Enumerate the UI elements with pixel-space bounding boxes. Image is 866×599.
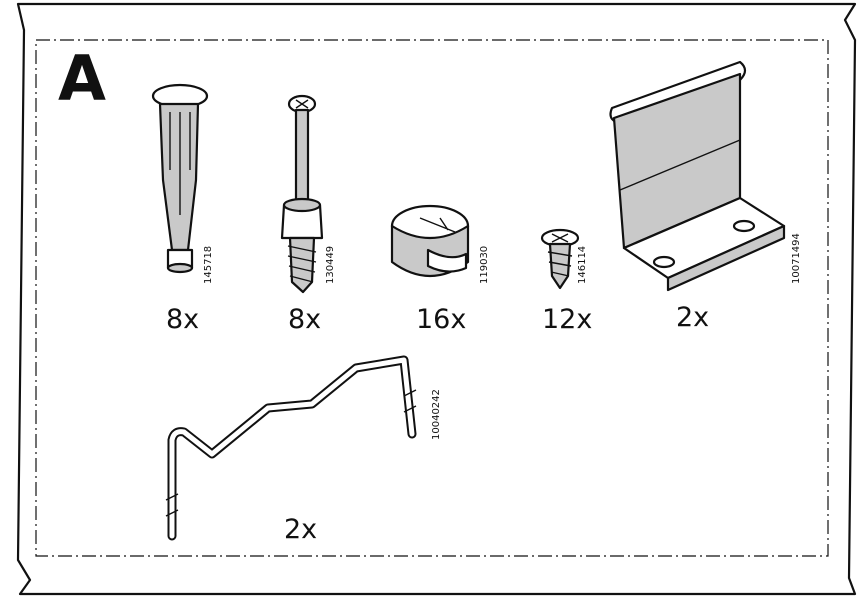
bracket-icon (609, 60, 786, 292)
quantity-label: 8x (288, 304, 322, 335)
panel-inner-border (35, 39, 829, 557)
part-number: 10040242 (431, 389, 442, 440)
section-letter: A (58, 42, 106, 115)
part-number: 10071494 (791, 233, 802, 284)
cam-bolt-icon (280, 94, 324, 294)
wood-screw-icon (540, 228, 580, 290)
part-number: 130449 (325, 245, 336, 284)
cam-lock-icon (390, 204, 470, 278)
part-number: 146114 (577, 245, 588, 284)
panel-border (16, 2, 857, 596)
wire-rod-icon (165, 355, 417, 541)
part-number: 145718 (203, 245, 214, 284)
quantity-label: 8x (166, 304, 200, 335)
quantity-label: 12x (542, 304, 593, 335)
quantity-label: 2x (676, 302, 710, 333)
dowel-pin-icon (151, 83, 209, 274)
part-number: 119030 (479, 245, 490, 284)
quantity-label: 2x (284, 514, 318, 545)
quantity-label: 16x (416, 304, 467, 335)
